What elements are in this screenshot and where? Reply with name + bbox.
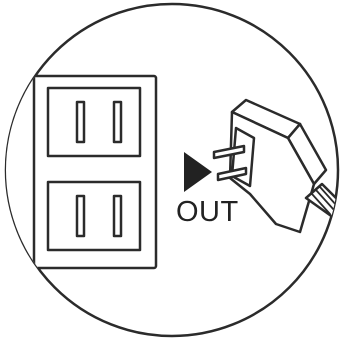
- socket-slot: [75, 100, 86, 144]
- outlet-socket-upper: [46, 86, 142, 158]
- socket-slot: [75, 194, 86, 238]
- power-cable: [334, 210, 338, 224]
- direction-label: OUT: [176, 196, 239, 228]
- wall-outlet: [6, 74, 158, 270]
- socket-slot: [112, 194, 123, 238]
- outlet-socket-lower: [46, 180, 142, 252]
- plug-prong: [212, 144, 246, 160]
- socket-slot: [112, 100, 123, 144]
- power-adapter: [212, 98, 338, 234]
- plug-prong: [216, 166, 248, 182]
- play-triangle-icon: [184, 152, 212, 192]
